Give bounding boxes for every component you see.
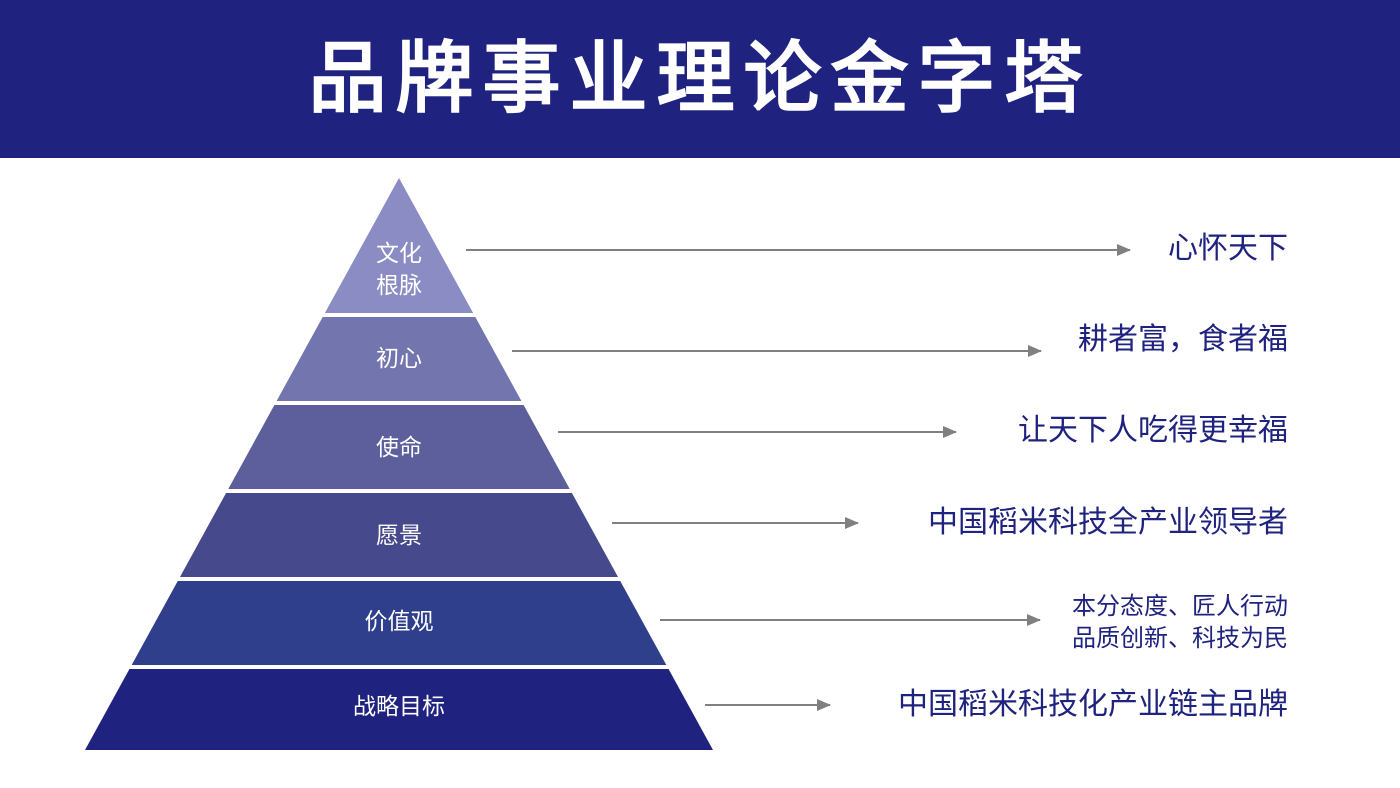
layer-label-line: 愿景 <box>376 523 422 549</box>
target-text-vision: 中国稻米科技全产业领导者 <box>928 505 1288 541</box>
target-text-mission: 让天下人吃得更幸福 <box>1018 413 1288 449</box>
target-line: 中国稻米科技全产业领导者 <box>928 505 1288 540</box>
target-line: 本分态度、匠人行动 <box>1072 592 1288 620</box>
layer-label-values: 价值观 <box>299 606 499 638</box>
layer-label-vision: 愿景 <box>299 520 499 552</box>
pyramid-layer-original-intent <box>276 317 522 401</box>
target-text-original-intent: 耕者富，食者福 <box>1078 322 1288 358</box>
layer-label-mission: 使命 <box>299 432 499 464</box>
layer-label-culture: 文化 根脉 <box>299 238 499 302</box>
pyramid-layer-vision <box>179 493 619 577</box>
layer-label-line: 使命 <box>376 435 422 461</box>
target-text-values: 本分态度、匠人行动 品质创新、科技为民 <box>1072 590 1288 654</box>
layer-label-line: 战略目标 <box>353 694 445 720</box>
target-line: 让天下人吃得更幸福 <box>1018 413 1288 448</box>
layer-label-strategic-goal: 战略目标 <box>299 691 499 723</box>
target-line: 品质创新、科技为民 <box>1072 624 1288 652</box>
pyramid-layer-culture <box>324 178 474 313</box>
target-text-culture: 心怀天下 <box>1168 231 1288 267</box>
layer-label-line: 根脉 <box>376 273 422 299</box>
pyramid-layer-strategic-goal <box>85 669 713 750</box>
target-line: 耕者富，食者福 <box>1078 322 1288 357</box>
page-title: 品牌事业理论金字塔 <box>308 34 1092 124</box>
target-text-strategic-goal: 中国稻米科技化产业链主品牌 <box>898 687 1288 723</box>
pyramid-layer-values <box>131 581 667 665</box>
layer-label-original-intent: 初心 <box>299 343 499 375</box>
layer-label-line: 文化 <box>376 241 422 267</box>
layer-label-line: 初心 <box>376 346 422 372</box>
target-line: 中国稻米科技化产业链主品牌 <box>898 687 1288 722</box>
target-line: 心怀天下 <box>1168 231 1288 266</box>
layer-label-line: 价值观 <box>364 609 434 635</box>
header-banner: 品牌事业理论金字塔 <box>0 0 1400 158</box>
pyramid-layer-mission <box>228 405 570 489</box>
